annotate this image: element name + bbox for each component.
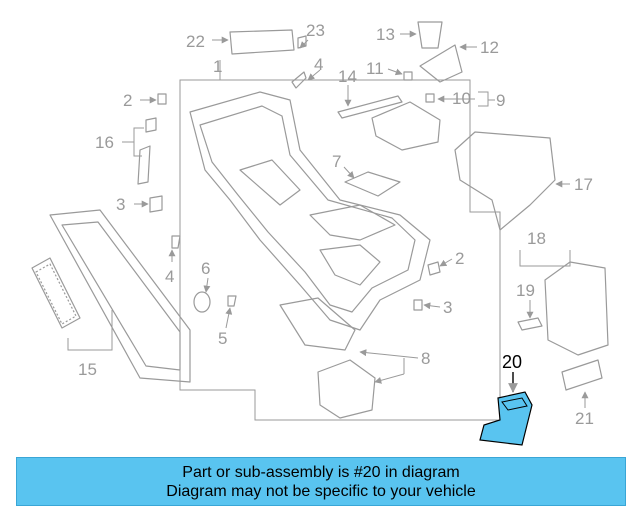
callout-1: 1 [213,57,222,76]
side-trim-part [31,209,191,383]
callout-15: 15 [78,360,97,379]
cup-part-13 [417,21,443,49]
fastener-marks [137,35,441,313]
vent-panel-part-18 [544,261,609,356]
strip-part-14 [337,95,403,119]
mat-part-7 [344,171,401,197]
callout-9: 9 [496,91,505,110]
bin-part-8 [317,359,376,419]
clip-part-12 [419,44,463,83]
callout-2: 2 [455,249,464,268]
callout-4: 4 [165,267,174,286]
callout-10: 10 [452,89,471,108]
callout-12: 12 [480,38,499,57]
tray-part-8 [279,297,356,351]
callout-5: 5 [218,329,227,348]
trim-part-22 [229,29,295,55]
callout-21: 21 [575,409,594,428]
callout-13: 13 [376,25,395,44]
callout-22: 22 [186,32,205,51]
banner-line-part-number: Part or sub-assembly is #20 in diagram [182,463,460,481]
callout-19: 19 [516,281,535,300]
callout-18: 18 [527,229,546,248]
callout-4: 4 [314,55,323,74]
highlighted-part-20 [479,391,533,446]
info-banner: Part or sub-assembly is #20 in diagram D… [16,457,626,506]
callout-8: 8 [421,349,430,368]
callout-2: 2 [123,91,132,110]
callout-3: 3 [116,195,125,214]
callout-23: 23 [306,21,325,40]
armrest-part-17 [454,131,556,231]
callout-17: 17 [574,175,593,194]
leader-lines [67,30,589,408]
trim-part-21 [561,359,603,391]
callout-14: 14 [338,67,357,86]
assembly-outline [179,79,501,421]
callout-20: 20 [502,352,522,372]
parts-diagram: 1 2 2 3 3 4 4 5 6 7 8 9 10 11 12 13 14 1… [31,21,609,446]
banner-line-disclaimer: Diagram may not be specific to your vehi… [166,482,476,500]
clip-part-19 [517,317,543,331]
tray-part-9 [371,101,441,151]
callout-7: 7 [332,152,341,171]
part-20-opening [501,397,528,411]
callout-labels: 1 2 2 3 3 4 4 5 6 7 8 9 10 11 12 13 14 1… [78,21,594,428]
callout-11: 11 [366,59,384,78]
callout-3: 3 [443,298,452,317]
callout-6: 6 [201,259,210,278]
callout-16: 16 [95,133,114,152]
center-console-part [189,91,431,331]
